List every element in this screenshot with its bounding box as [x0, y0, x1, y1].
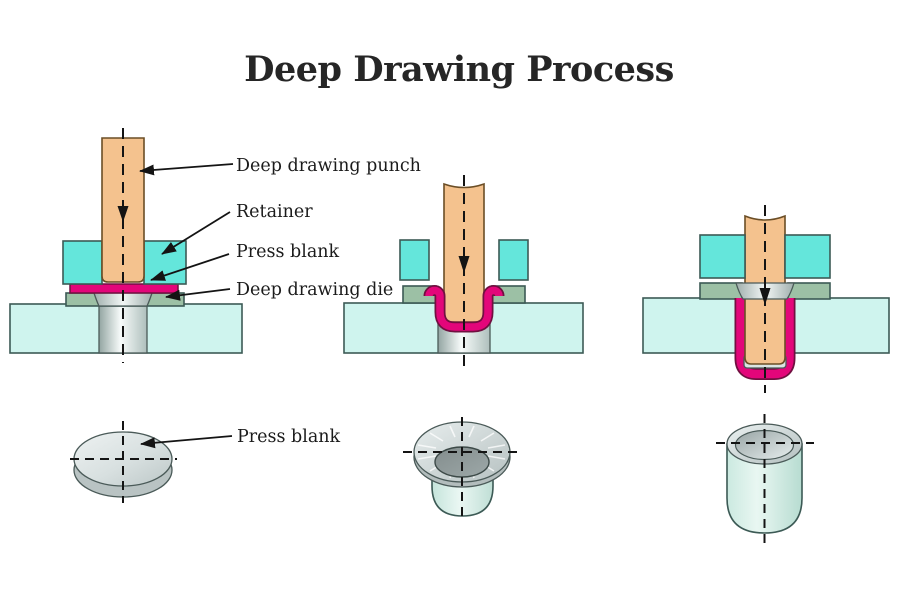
- stage-1-blank-placed: [9, 128, 243, 363]
- leader-line-die: [165, 288, 231, 301]
- retainer-right: [143, 240, 187, 285]
- retainer-left: [399, 239, 430, 281]
- page-title: Deep Drawing Process: [244, 49, 674, 90]
- annotations: Deep drawing punch Retainer Press blank …: [139, 156, 421, 449]
- fully-drawn-cup-3d: [716, 414, 814, 543]
- retainer-right: [498, 239, 529, 281]
- partially-drawn-cup-3d: [403, 417, 521, 522]
- down-arrow-icon: [117, 206, 129, 222]
- die-ring-right: [787, 282, 831, 300]
- retainer-right: [784, 234, 831, 279]
- leader-line-retainer: [161, 211, 231, 255]
- die-ring-left: [699, 282, 743, 300]
- stage-3-full-draw: [642, 205, 890, 393]
- leader-line-press-blank-bottom: [140, 435, 233, 449]
- leader-line-press-blank: [150, 253, 230, 281]
- cup-body: [726, 443, 803, 534]
- label-press-blank: Press blank: [236, 242, 340, 262]
- down-arrow-icon: [759, 288, 771, 305]
- down-arrow-icon: [458, 256, 470, 273]
- retainer-left: [62, 240, 103, 285]
- label-retainer: Retainer: [236, 202, 313, 222]
- label-press-blank-bottom: Press blank: [237, 427, 341, 447]
- leader-line-punch: [139, 163, 234, 176]
- label-deep-drawing-die: Deep drawing die: [236, 280, 393, 300]
- label-deep-drawing-punch: Deep drawing punch: [236, 156, 421, 176]
- blank-disc-3d: [70, 421, 177, 503]
- retainer-left: [699, 234, 746, 279]
- stage-2-partial-draw: [343, 175, 584, 372]
